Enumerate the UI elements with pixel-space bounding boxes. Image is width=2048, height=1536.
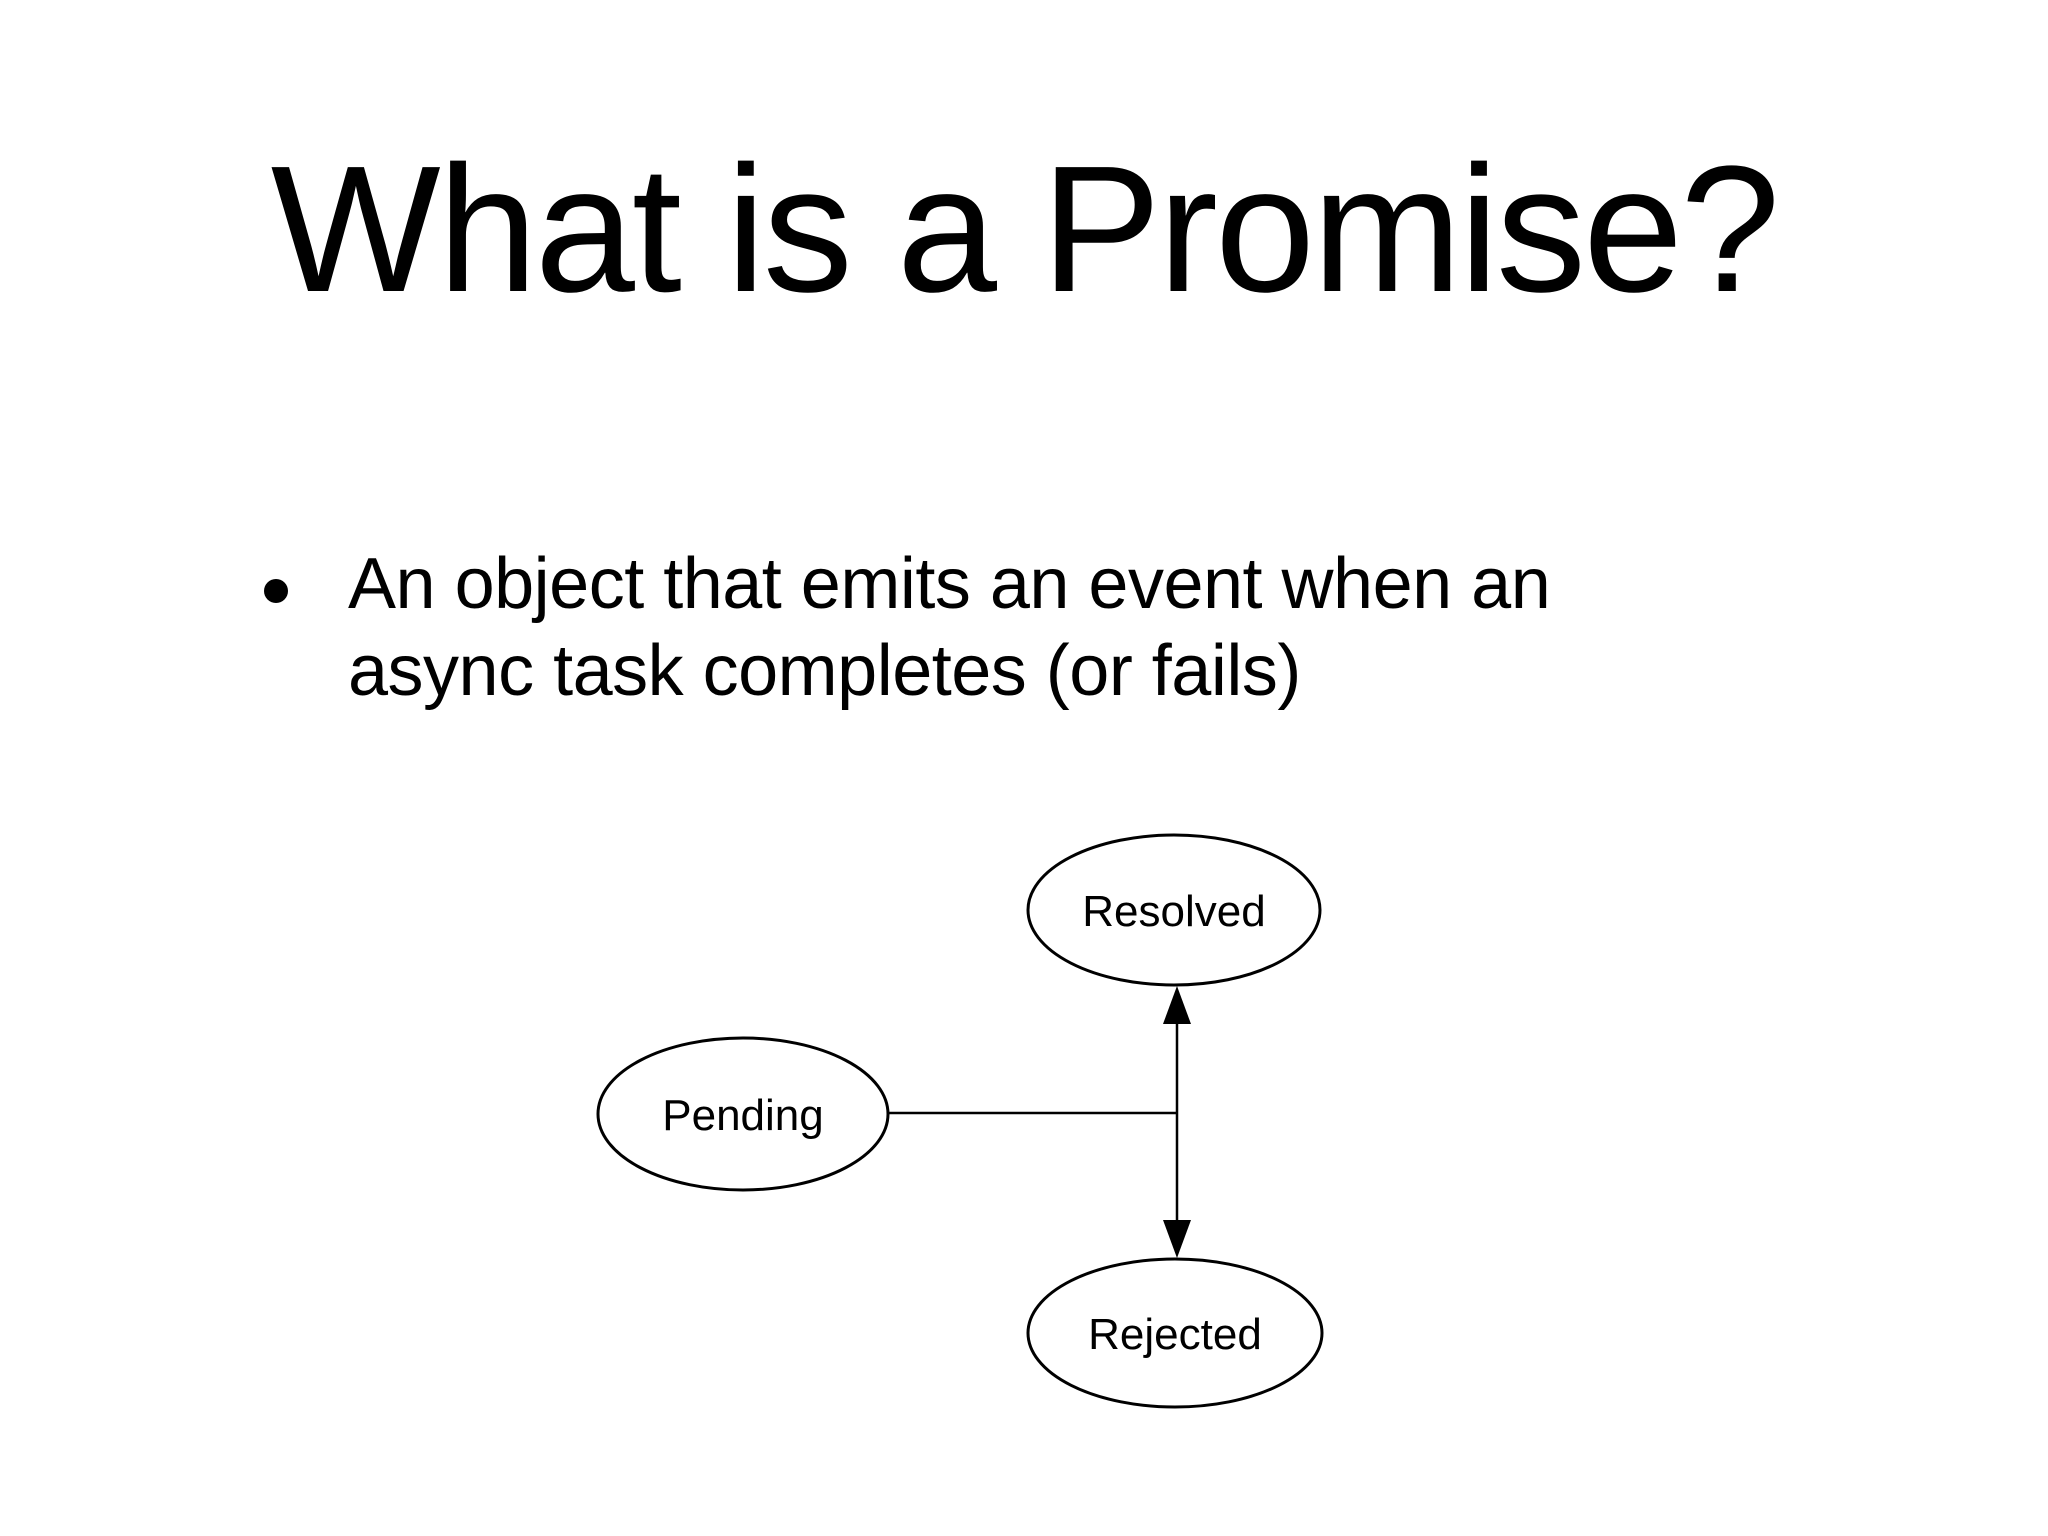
bullet-line-2: async task completes (or fails) <box>348 631 1301 711</box>
bullet-item: An object that emits an event when an as… <box>348 541 1551 715</box>
node-resolved-ellipse <box>1026 833 1322 987</box>
node-resolved-label: Resolved <box>1082 887 1265 936</box>
bullet-line-1: An object that emits an event when an <box>348 544 1551 624</box>
slide-title: What is a Promise? <box>270 129 1781 330</box>
arrowhead-down-icon <box>1163 1220 1191 1258</box>
node-pending-label: Pending <box>662 1091 823 1140</box>
arrowhead-up-icon <box>1163 986 1191 1024</box>
node-rejected: Rejected <box>1026 1257 1324 1409</box>
node-rejected-ellipse <box>1026 1257 1324 1409</box>
node-rejected-label: Rejected <box>1088 1310 1262 1359</box>
bullet-marker-icon <box>264 579 288 603</box>
node-resolved: Resolved <box>1026 833 1322 987</box>
node-pending-ellipse <box>596 1036 890 1192</box>
node-pending: Pending <box>596 1036 890 1192</box>
